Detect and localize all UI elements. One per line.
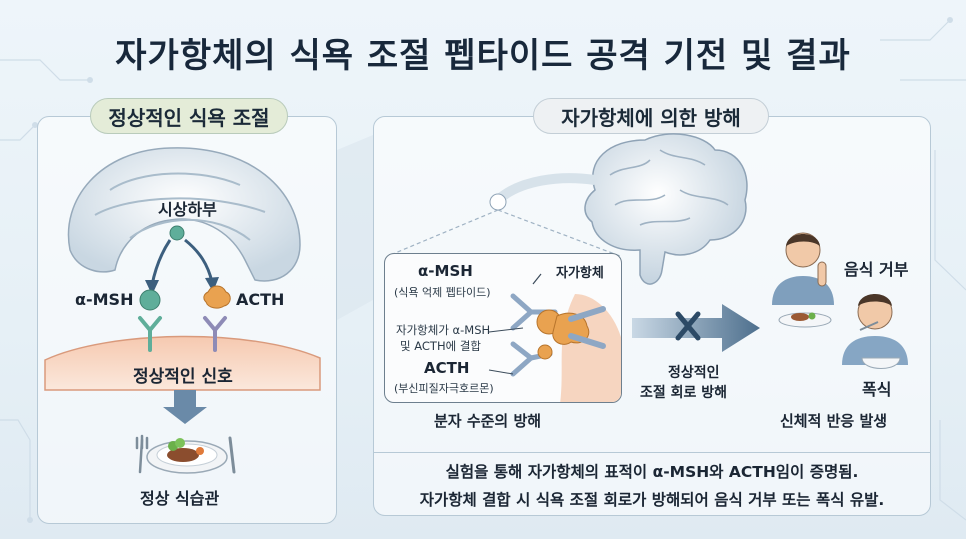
molecular-interference-inset	[384, 253, 622, 403]
molecular-binding-illustration	[488, 273, 621, 402]
circuit-interference-line2: 조절 회로 방해	[640, 385, 728, 401]
binge-eating-label: 폭식	[862, 380, 892, 399]
plate-icon	[146, 438, 228, 474]
receptor-left-icon	[138, 316, 162, 352]
blocked-circuit-arrow-icon	[632, 304, 760, 352]
fork-icon	[135, 434, 149, 474]
knife-icon	[228, 436, 236, 474]
autoantibody-interference-badge: 자가항체에 의한 방해	[533, 98, 769, 134]
cross-icon	[675, 311, 701, 341]
summary-line-2: 자가항체 결합 시 식욕 조절 회로가 방해되어 음식 거부 또는 폭식 유발.	[419, 490, 885, 509]
brain-section-icon	[67, 147, 301, 282]
molecular-interference-label: 분자 수준의 방해	[434, 412, 542, 430]
alpha-msh-label: α-MSH	[75, 290, 134, 309]
physical-response-label: 신체적 반응 발생	[780, 412, 888, 430]
summary-line-1: 실험을 통해 자가항체의 표적이 α-MSH와 ACTH임이 증명됨.	[445, 462, 859, 481]
brain-icon	[584, 133, 748, 285]
inset-binding-line2: 및 ACTH에 결합	[400, 339, 481, 353]
summary-box: 실험을 통해 자가항체의 표적이 α-MSH와 ACTH임이 증명됨. 자가항체…	[373, 452, 931, 516]
normal-eating-label: 정상 식습관	[140, 489, 220, 508]
binding-complex-icon	[536, 306, 606, 349]
inset-autoantibody-label: 자가항체	[556, 266, 604, 281]
binge-eating-person-icon	[842, 294, 908, 369]
hypothalamus-label: 시상하부	[158, 200, 217, 219]
inset-acth-sub: (부신피질자극호르몬)	[394, 382, 494, 395]
inset-alpha-msh-sub: (식욕 억제 펩타이드)	[394, 286, 491, 299]
normal-regulation-badge: 정상적인 식욕 조절	[90, 98, 288, 134]
normal-signal-label: 정상적인 신호	[133, 367, 233, 387]
inset-alpha-msh-label: α-MSH	[418, 262, 473, 280]
circuit-interference-line1: 정상적인	[668, 365, 720, 381]
down-arrow-icon	[163, 390, 207, 424]
page-title: 자가항체의 식욕 조절 펩타이드 공격 기전 및 결과	[115, 36, 851, 76]
food-refusal-person-icon	[772, 232, 834, 328]
alpha-msh-molecule-icon	[139, 289, 161, 311]
acth-label: ACTH	[236, 290, 285, 309]
hypothalamus-node	[169, 225, 185, 241]
inset-binding-line1: 자가항체가 α-MSH	[396, 323, 491, 337]
autoantibody-pointer	[532, 273, 542, 285]
inset-acth-label: ACTH	[424, 359, 470, 377]
acth-molecule-icon	[203, 285, 231, 309]
receptor-right-icon	[203, 316, 227, 352]
food-refusal-label: 음식 거부	[844, 260, 909, 279]
